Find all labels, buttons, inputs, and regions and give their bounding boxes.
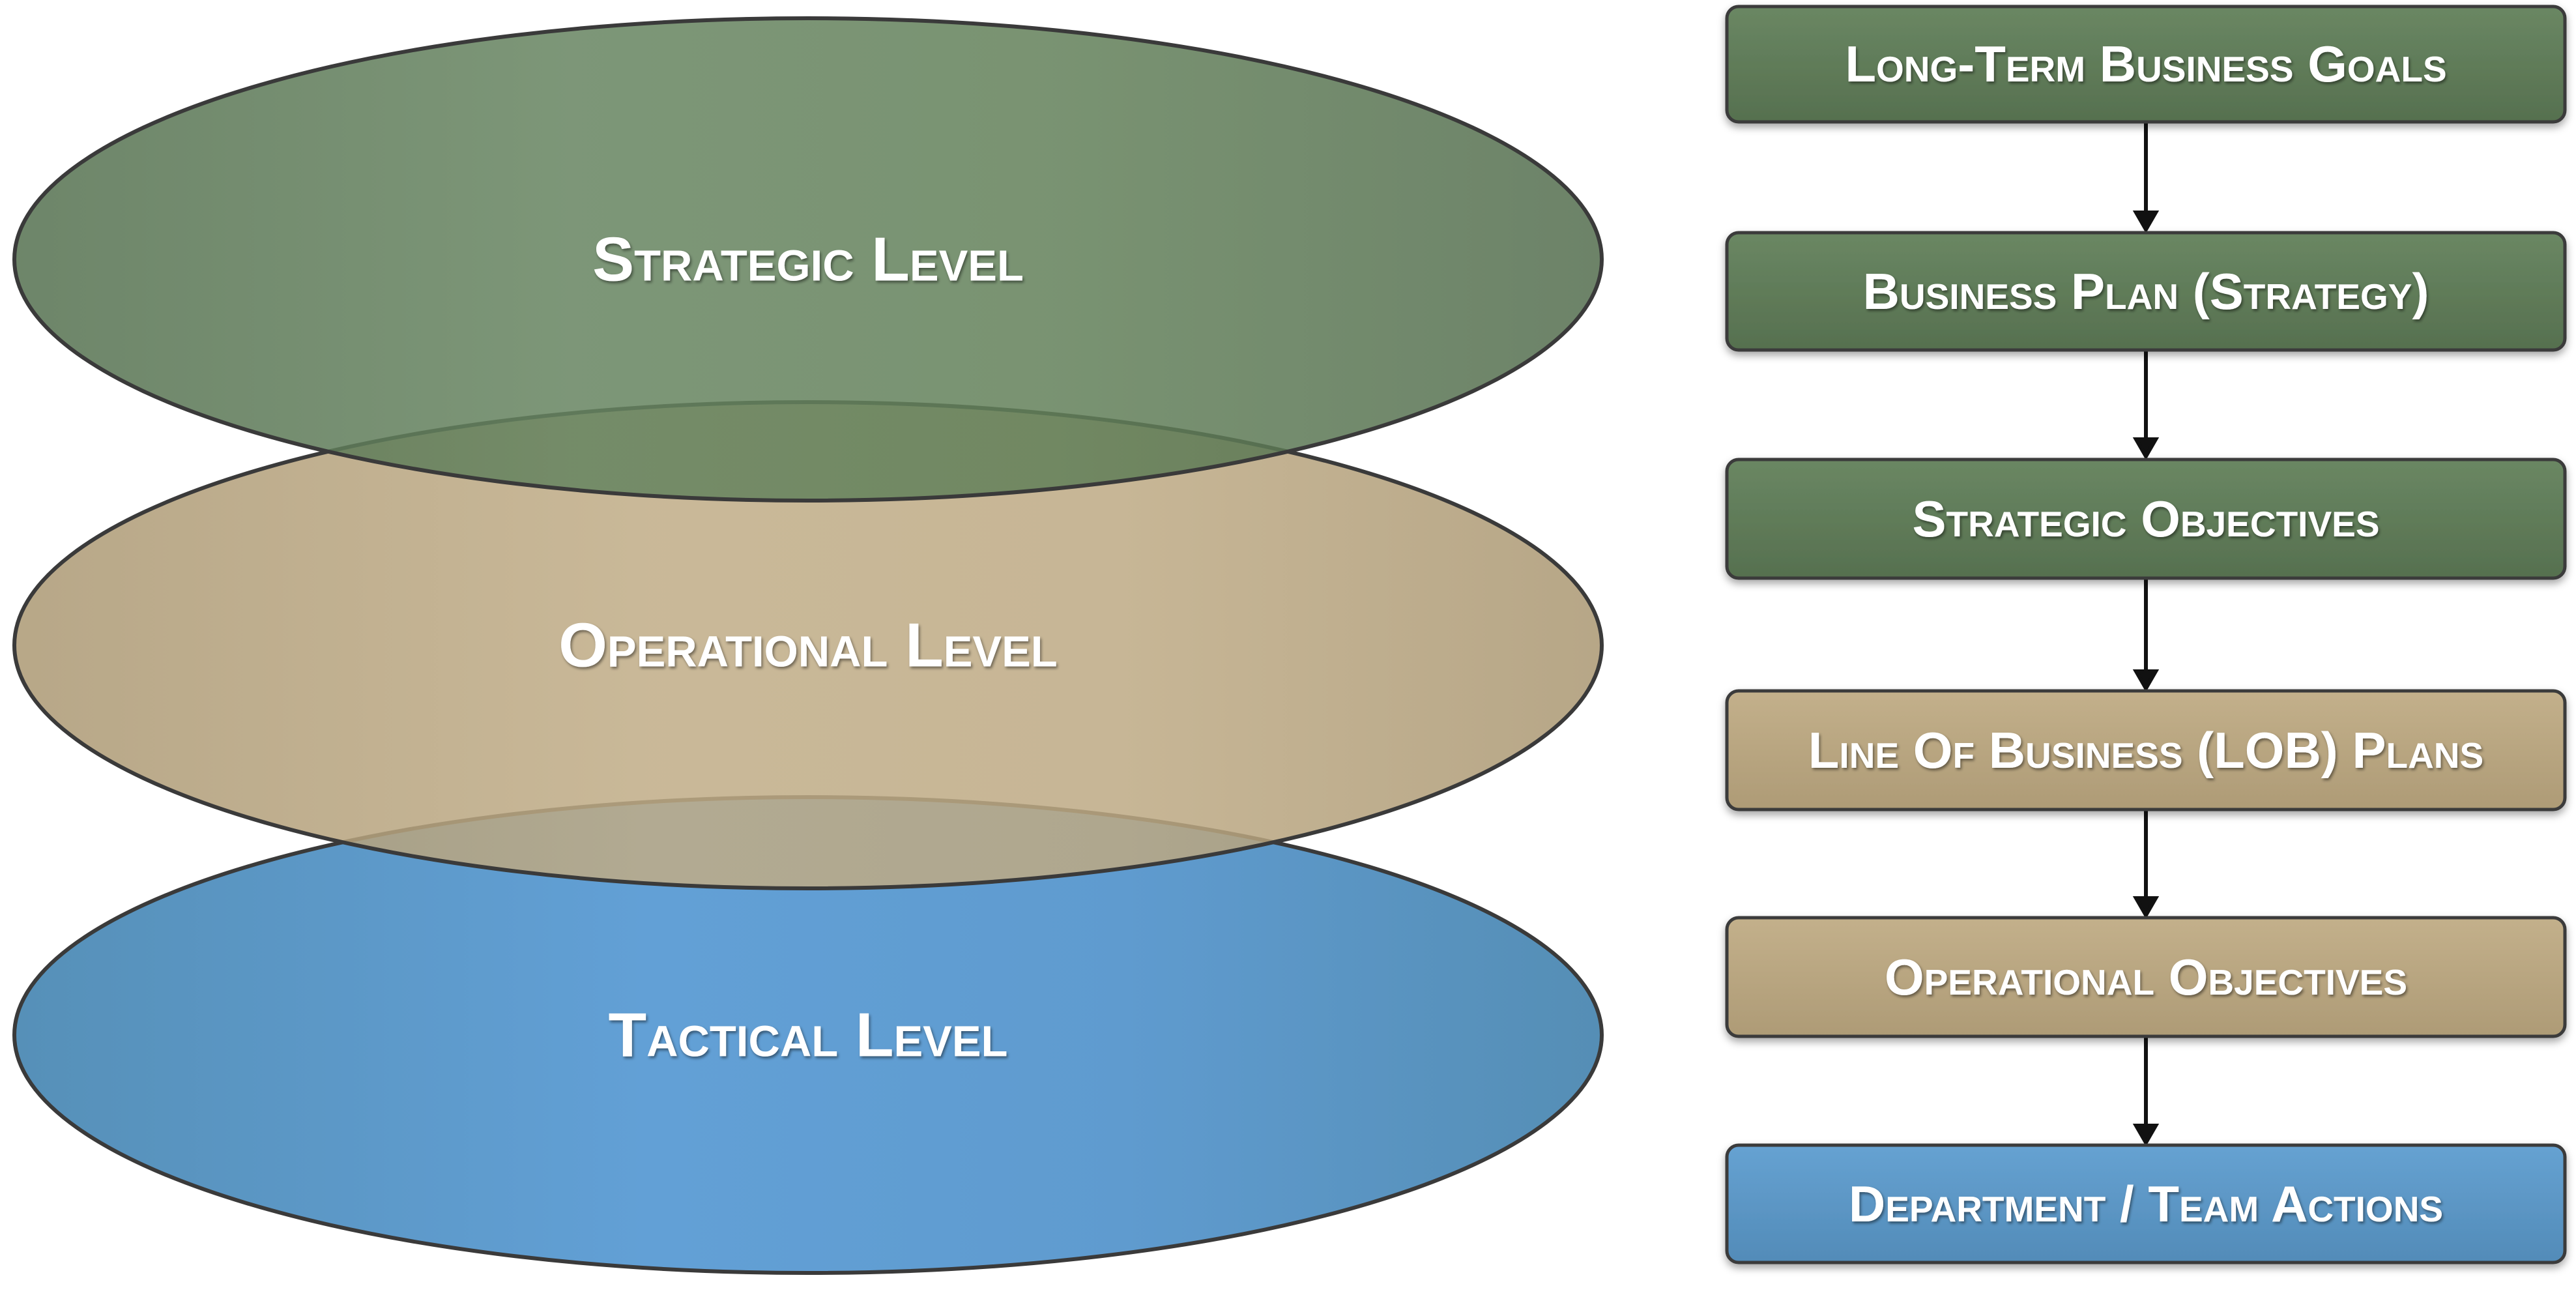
flow-box-business-plan: Business Plan (Strategy) [1725,231,2567,352]
strategic-level-ellipse [12,16,1604,503]
strategic-level-label: Strategic Level [592,225,1024,295]
connectors [2132,121,2160,1147]
planning-flow: Long-Term Business Goals Business Plan (… [1725,5,2567,1264]
operational-level-label: Operational Level [558,611,1058,680]
flow-box-label: Department / Team Actions [1849,1175,2443,1233]
flow-box-label: Line Of Business (LOB) Plans [1808,722,2483,779]
tactical-level-label: Tactical Level [609,1000,1008,1070]
connector-5 [2132,1035,2160,1147]
flow-box-label: Strategic Objectives [1912,490,2379,547]
flow-box-strategic-objectives: Strategic Objectives [1725,458,2567,580]
levels-group: Strategic Level Operational Level Tactic… [12,16,1604,1275]
flow-box-department-team-actions: Department / Team Actions [1725,1143,2567,1264]
flow-box-label: Long-Term Business Goals [1845,35,2446,93]
flow-box-label: Operational Objectives [1885,948,2407,1006]
connector-2 [2132,349,2160,461]
flow-box-long-term-goals: Long-Term Business Goals [1725,5,2567,124]
flow-box-operational-objectives: Operational Objectives [1725,916,2567,1038]
connector-1 [2132,121,2160,234]
connector-4 [2132,808,2160,920]
flow-box-lob-plans: Line Of Business (LOB) Plans [1725,689,2567,811]
connector-3 [2132,577,2160,693]
flow-box-label: Business Plan (Strategy) [1863,263,2429,320]
